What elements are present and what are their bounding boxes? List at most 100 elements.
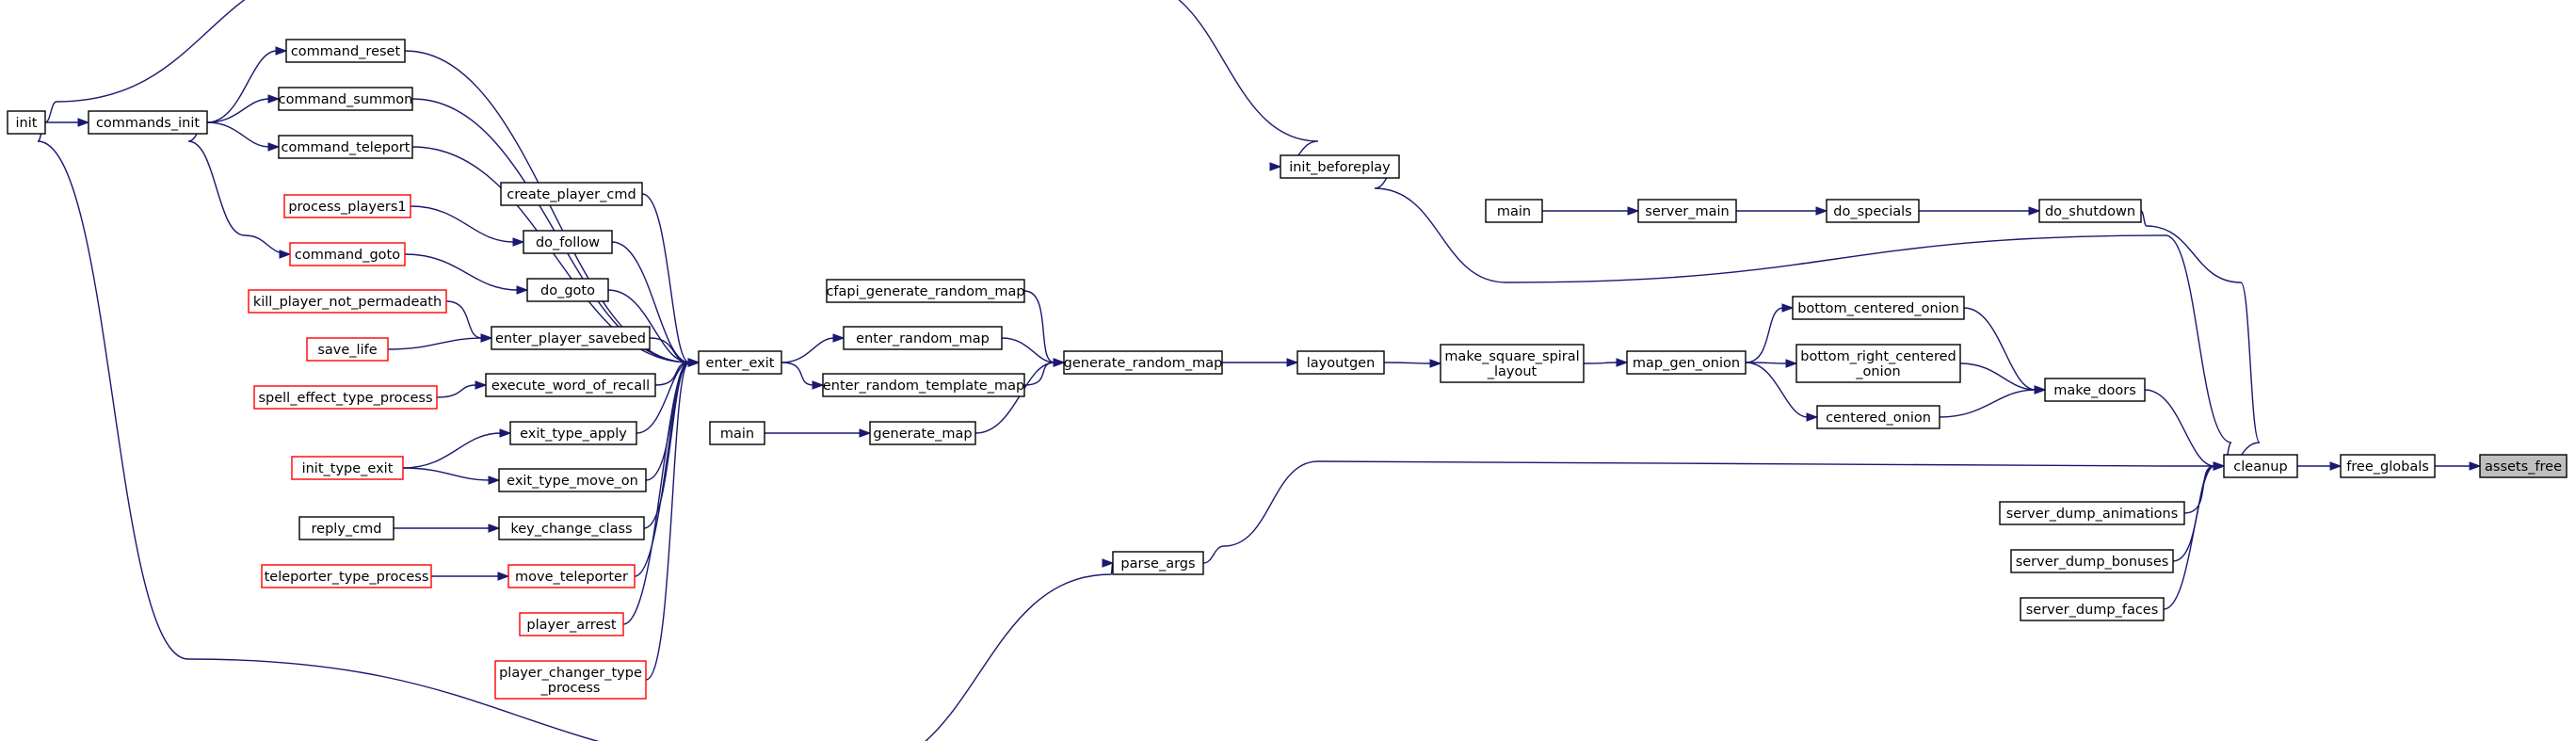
edge-init-to-init_beforeplay xyxy=(44,0,1319,168)
node-box xyxy=(1440,344,1585,383)
node-enter-random-template-map[interactable]: enter_random_template_map xyxy=(822,373,1025,397)
node-label: main xyxy=(720,427,754,442)
edge-kill_player_not_permadeath-to-enter_player_savebed xyxy=(445,300,483,339)
node-command-reset[interactable]: command_reset xyxy=(285,39,406,63)
node-box xyxy=(498,516,645,540)
node-cfapi-generate-random-map[interactable]: cfapi_generate_random_map xyxy=(826,279,1025,303)
node-label: execute_word_of_recall xyxy=(491,379,650,394)
node-server-main[interactable]: server_main xyxy=(1637,199,1737,223)
node-main-gen[interactable]: main xyxy=(709,421,765,445)
edge-commands_init-to-command_goto xyxy=(187,121,291,255)
node-box xyxy=(2038,199,2142,223)
node-box xyxy=(826,279,1025,303)
node-exit-type-move-on[interactable]: exit_type_move_on xyxy=(498,468,647,492)
node-command-teleport[interactable]: command_teleport xyxy=(278,135,413,159)
node-bottom-centered-onion[interactable]: bottom_centered_onion xyxy=(1792,296,1965,320)
node-init-beforeplay[interactable]: init_beforeplay xyxy=(1280,154,1400,179)
node-command-summon[interactable]: command_summon xyxy=(278,87,413,111)
node-enter-exit[interactable]: enter_exit xyxy=(698,350,782,375)
node-player-changer-type-process[interactable]: player_changer_type_process xyxy=(494,660,647,700)
node-label: server_dump_bonuses xyxy=(2016,555,2169,570)
node-server-dump-faces[interactable]: server_dump_faces xyxy=(2020,597,2165,621)
node-label: make_square_spiral xyxy=(1444,349,1579,364)
node-assets-free[interactable]: assets_free xyxy=(2479,454,2568,478)
edge-layoutgen-to-make_square_spiral_layout xyxy=(1383,362,1432,364)
node-player-arrest[interactable]: player_arrest xyxy=(519,612,624,636)
node-label: server_dump_faces xyxy=(2026,603,2159,618)
edge-bottom_centered_onion-to-make_doors xyxy=(1963,307,2037,391)
node-label: spell_effect_type_process xyxy=(258,391,432,406)
edge-enter_exit-to-enter_random_map xyxy=(781,337,835,363)
node-key-change-class[interactable]: key_change_class xyxy=(498,516,645,540)
arrowhead-layoutgen-to-make_square_spiral_layout xyxy=(1429,359,1442,368)
node-reply-cmd[interactable]: reply_cmd xyxy=(298,516,394,540)
node-layoutgen[interactable]: layoutgen xyxy=(1296,350,1385,375)
edge-bottom_right_centered_onion-to-make_doors xyxy=(1959,362,2037,391)
node-box xyxy=(494,660,647,700)
arrowhead-commands_init-to-command_teleport xyxy=(267,142,281,152)
node-generate-map[interactable]: generate_map xyxy=(869,421,976,445)
node-enter-random-map[interactable]: enter_random_map xyxy=(843,326,1003,350)
arrowhead-map_gen_onion-to-bottom_centered_onion xyxy=(1781,303,1795,313)
node-label: generate_map xyxy=(873,427,972,442)
node-exit-type-apply[interactable]: exit_type_apply xyxy=(509,421,637,445)
node-make-square-spiral-layout[interactable]: make_square_spiral_layout xyxy=(1440,344,1585,383)
node-label: bottom_centered_onion xyxy=(1797,301,1959,316)
node-init-type-exit[interactable]: init_type_exit xyxy=(291,456,404,480)
node-label: do_goto xyxy=(540,283,595,298)
node-move-teleporter[interactable]: move_teleporter xyxy=(507,564,636,588)
node-kill-player-not-permadeath[interactable]: kill_player_not_permadeath xyxy=(248,289,447,314)
node-make-doors[interactable]: make_doors xyxy=(2044,378,2146,402)
node-label: do_specials xyxy=(1833,204,1911,219)
node-command-goto[interactable]: command_goto xyxy=(289,242,406,266)
node-process-players1[interactable]: process_players1 xyxy=(283,194,411,218)
arrowhead-init_type_exit-to-exit_type_move_on xyxy=(488,475,501,485)
node-execute-word-of-recall[interactable]: execute_word_of_recall xyxy=(485,373,656,397)
node-free-globals[interactable]: free_globals xyxy=(2340,454,2436,478)
arrowhead-init-to-parse_args xyxy=(1102,558,1115,568)
edge-init_beforeplay-to-cleanup xyxy=(1374,166,2232,467)
node-do-specials[interactable]: do_specials xyxy=(1826,199,1920,223)
node-commands-init[interactable]: commands_init xyxy=(88,110,208,135)
node-label: cfapi_generate_random_map xyxy=(826,284,1024,299)
node-cleanup[interactable]: cleanup xyxy=(2223,454,2298,478)
arrowhead-map_gen_onion-to-bottom_right_centered_onion xyxy=(1785,359,1798,368)
node-parse-args[interactable]: parse_args xyxy=(1112,551,1204,575)
node-box xyxy=(278,87,413,111)
node-spell-effect-type-process[interactable]: spell_effect_type_process xyxy=(253,385,438,410)
arrowhead-commands_init-to-command_reset xyxy=(275,46,288,56)
node-label: player_arrest xyxy=(526,618,617,633)
node-teleporter-type-process[interactable]: teleporter_type_process xyxy=(261,564,432,588)
node-box xyxy=(523,230,613,254)
node-do-goto[interactable]: do_goto xyxy=(526,278,609,302)
arrowhead-main_server-to-server_main xyxy=(1627,206,1640,216)
arrowhead-cleanup-to-free_globals xyxy=(2329,461,2343,471)
node-server-dump-bonuses[interactable]: server_dump_bonuses xyxy=(2010,549,2174,573)
node-server-dump-animations[interactable]: server_dump_animations xyxy=(1999,501,2185,525)
node-enter-player-savebed[interactable]: enter_player_savebed xyxy=(491,326,651,350)
edge-map_gen_onion-to-bottom_centered_onion xyxy=(1745,307,1784,363)
node-do-shutdown[interactable]: do_shutdown xyxy=(2038,199,2142,223)
node-map-gen-onion[interactable]: map_gen_onion xyxy=(1626,350,1747,375)
node-box xyxy=(283,194,411,218)
node-do-follow[interactable]: do_follow xyxy=(523,230,613,254)
edge-player_changer_type_process-to-enter_exit xyxy=(645,362,690,681)
node-init[interactable]: init xyxy=(7,110,46,135)
node-box xyxy=(1816,405,1940,429)
node-box xyxy=(822,373,1025,397)
node-box xyxy=(248,289,447,314)
node-main-server[interactable]: main xyxy=(1485,199,1543,223)
edge-centered_onion-to-make_doors xyxy=(1939,389,2037,418)
node-label: centered_onion xyxy=(1826,411,1931,426)
arrowhead-save_life-to-enter_player_savebed xyxy=(480,333,493,343)
node-box xyxy=(1112,551,1204,575)
node-save-life[interactable]: save_life xyxy=(306,337,389,362)
edge-move_teleporter-to-enter_exit xyxy=(634,362,690,577)
node-label: map_gen_onion xyxy=(1633,356,1740,371)
node-centered-onion[interactable]: centered_onion xyxy=(1816,405,1940,429)
node-bottom-right-centered-onion[interactable]: bottom_right_centered_onion xyxy=(1795,344,1961,383)
node-create-player-cmd[interactable]: create_player_cmd xyxy=(500,182,643,206)
edge-spell_effect_type_process-to-execute_word_of_recall xyxy=(436,384,477,398)
node-generate-random-map[interactable]: generate_random_map xyxy=(1063,350,1223,375)
